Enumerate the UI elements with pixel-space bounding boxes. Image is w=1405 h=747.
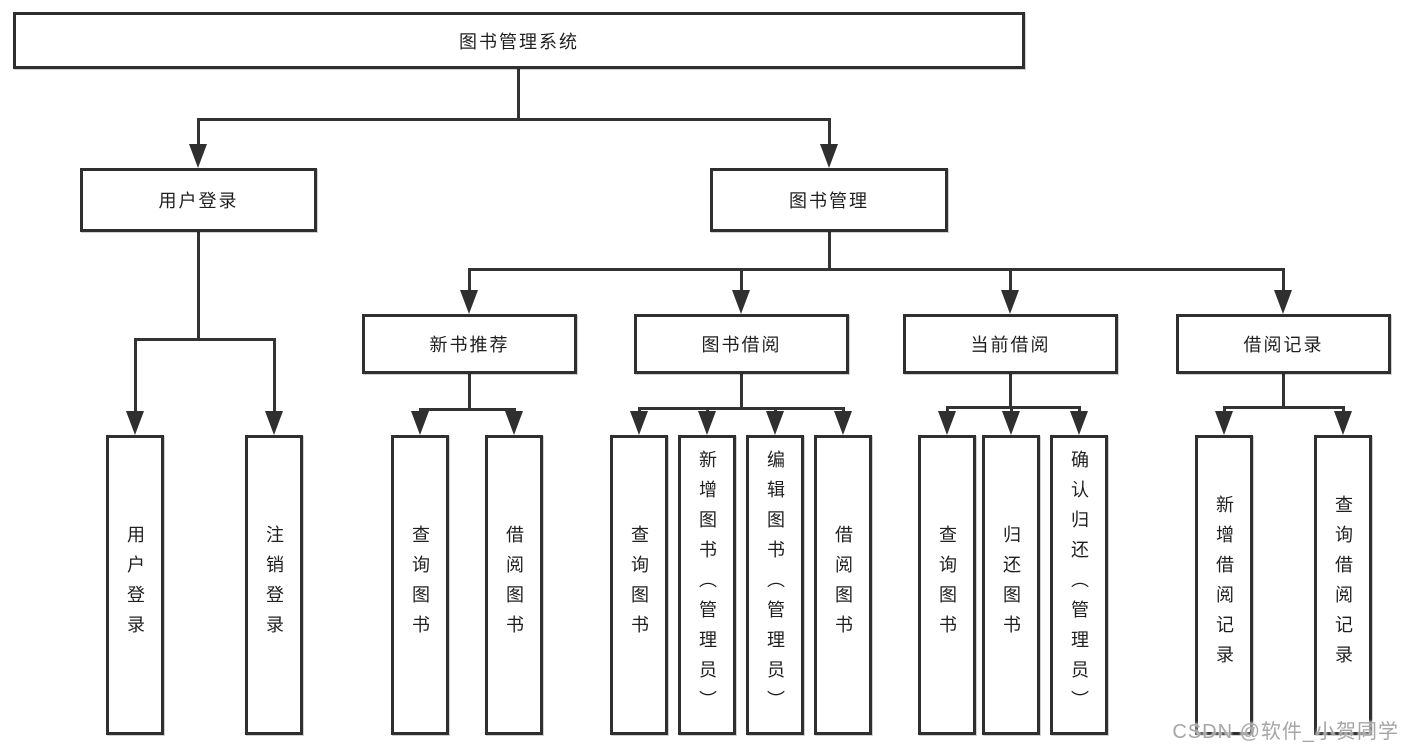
book-management-to-level3-arrowhead-1 <box>732 290 750 314</box>
current-borrowing-children-stem <box>1008 374 1012 409</box>
new-book-children-stem <box>467 374 471 411</box>
root-to-level2-arrowhead-0 <box>189 144 207 168</box>
book-borrowing-children-bar <box>637 407 845 410</box>
node-leaf-nb-borrow-books: 借阅图书 <box>485 435 543 735</box>
node-leaf-user-login: 用户登录 <box>106 435 164 735</box>
node-leaf-bb-edit-books: 编辑图书（管理员） <box>746 435 804 735</box>
root-to-level2-stem <box>516 68 520 121</box>
node-label-book-borrowing: 图书借阅 <box>701 335 782 355</box>
node-book-management: 图书管理 <box>710 168 948 232</box>
current-borrowing-children-arrowhead-1 <box>1002 411 1020 435</box>
new-book-children-arrowhead-1 <box>505 411 523 435</box>
node-label-leaf-br-add-record: 新增借阅记录 <box>1214 495 1234 675</box>
node-label-borrowing-records: 借阅记录 <box>1243 335 1324 355</box>
node-label-leaf-logout: 注销登录 <box>264 525 284 645</box>
node-leaf-logout: 注销登录 <box>245 435 303 735</box>
node-root: 图书管理系统 <box>13 12 1025 69</box>
node-new-book-recommendation: 新书推荐 <box>362 314 577 374</box>
book-borrowing-children-arrowhead-3 <box>834 411 852 435</box>
book-management-to-level3-drop-1 <box>739 268 743 294</box>
borrow-records-children-stem <box>1281 374 1285 409</box>
book-management-to-level3-drop-2 <box>1008 268 1012 294</box>
new-book-children-bar <box>418 408 516 411</box>
current-borrowing-children-drop-0 <box>945 406 949 415</box>
node-label-leaf-bb-borrow-books: 借阅图书 <box>833 525 853 645</box>
borrow-records-children-bar <box>1222 406 1345 409</box>
current-borrowing-children-arrowhead-2 <box>1070 411 1088 435</box>
user-login-children-drop-1 <box>272 338 276 415</box>
book-management-to-level3-bar <box>467 268 1285 271</box>
node-leaf-cb-confirm-return: 确认归还（管理员） <box>1050 435 1108 735</box>
book-borrowing-children-arrowhead-2 <box>766 411 784 435</box>
book-borrowing-children-stem <box>739 374 743 410</box>
current-borrowing-children-drop-1 <box>1009 406 1013 415</box>
current-borrowing-children-bar <box>945 406 1081 409</box>
borrow-records-children-drop-1 <box>1341 406 1345 415</box>
node-leaf-bb-borrow-books: 借阅图书 <box>814 435 872 735</box>
node-label-new-book-recommendation: 新书推荐 <box>429 335 510 355</box>
node-leaf-cb-return-books: 归还图书 <box>982 435 1040 735</box>
book-management-to-level3-drop-0 <box>467 268 471 294</box>
node-label-leaf-bb-query-books: 查询图书 <box>629 525 649 645</box>
user-login-children-stem <box>196 232 200 341</box>
root-to-level2-arrowhead-1 <box>820 144 838 168</box>
node-current-borrowing: 当前借阅 <box>903 314 1118 374</box>
node-leaf-br-query-record: 查询借阅记录 <box>1314 435 1372 735</box>
node-book-borrowing: 图书借阅 <box>634 314 849 374</box>
node-label-leaf-bb-edit-books: 编辑图书（管理员） <box>765 450 785 720</box>
user-login-children-arrowhead-0 <box>126 411 144 435</box>
node-leaf-cb-query-books: 查询图书 <box>918 435 976 735</box>
node-leaf-nb-query-books: 查询图书 <box>391 435 449 735</box>
root-to-level2-bar <box>196 118 831 121</box>
node-leaf-bb-add-books: 新增图书（管理员） <box>678 435 736 735</box>
borrow-records-children-arrowhead-1 <box>1334 411 1352 435</box>
node-user-login: 用户登录 <box>80 168 317 232</box>
node-leaf-bb-query-books: 查询图书 <box>610 435 668 735</box>
book-management-to-level3-arrowhead-0 <box>460 290 478 314</box>
watermark: CSDN @软件_小贺同学 <box>1172 721 1399 743</box>
book-management-to-level3-arrowhead-2 <box>1001 290 1019 314</box>
book-borrowing-children-arrowhead-0 <box>630 411 648 435</box>
root-to-level2-drop-1 <box>827 118 831 148</box>
current-borrowing-children-drop-2 <box>1077 406 1081 415</box>
borrow-records-children-drop-0 <box>1222 406 1226 415</box>
node-label-leaf-nb-borrow-books: 借阅图书 <box>504 525 524 645</box>
root-to-level2-drop-0 <box>196 118 200 148</box>
node-label-leaf-cb-confirm-return: 确认归还（管理员） <box>1069 450 1089 720</box>
node-leaf-br-add-record: 新增借阅记录 <box>1195 435 1253 735</box>
book-management-to-level3-stem <box>827 232 831 271</box>
node-label-leaf-br-query-record: 查询借阅记录 <box>1333 495 1353 675</box>
book-management-to-level3-drop-3 <box>1281 268 1285 294</box>
node-borrowing-records: 借阅记录 <box>1176 314 1391 374</box>
user-login-children-bar <box>133 338 276 341</box>
node-label-book-management: 图书管理 <box>789 191 869 211</box>
user-login-children-arrowhead-1 <box>265 411 283 435</box>
user-login-children-drop-0 <box>133 338 137 415</box>
book-management-to-level3-arrowhead-3 <box>1274 290 1292 314</box>
book-borrowing-children-arrowhead-1 <box>698 411 716 435</box>
node-label-leaf-cb-return-books: 归还图书 <box>1001 525 1021 645</box>
current-borrowing-children-arrowhead-0 <box>938 411 956 435</box>
node-label-leaf-bb-add-books: 新增图书（管理员） <box>697 450 717 720</box>
node-label-leaf-nb-query-books: 查询图书 <box>410 525 430 645</box>
node-label-leaf-cb-query-books: 查询图书 <box>937 525 957 645</box>
borrow-records-children-arrowhead-0 <box>1215 411 1233 435</box>
node-label-current-borrowing: 当前借阅 <box>970 335 1051 355</box>
node-label-root: 图书管理系统 <box>459 31 579 52</box>
node-label-user-login: 用户登录 <box>158 191 239 211</box>
new-book-children-arrowhead-0 <box>411 411 429 435</box>
node-label-leaf-user-login: 用户登录 <box>125 525 145 645</box>
